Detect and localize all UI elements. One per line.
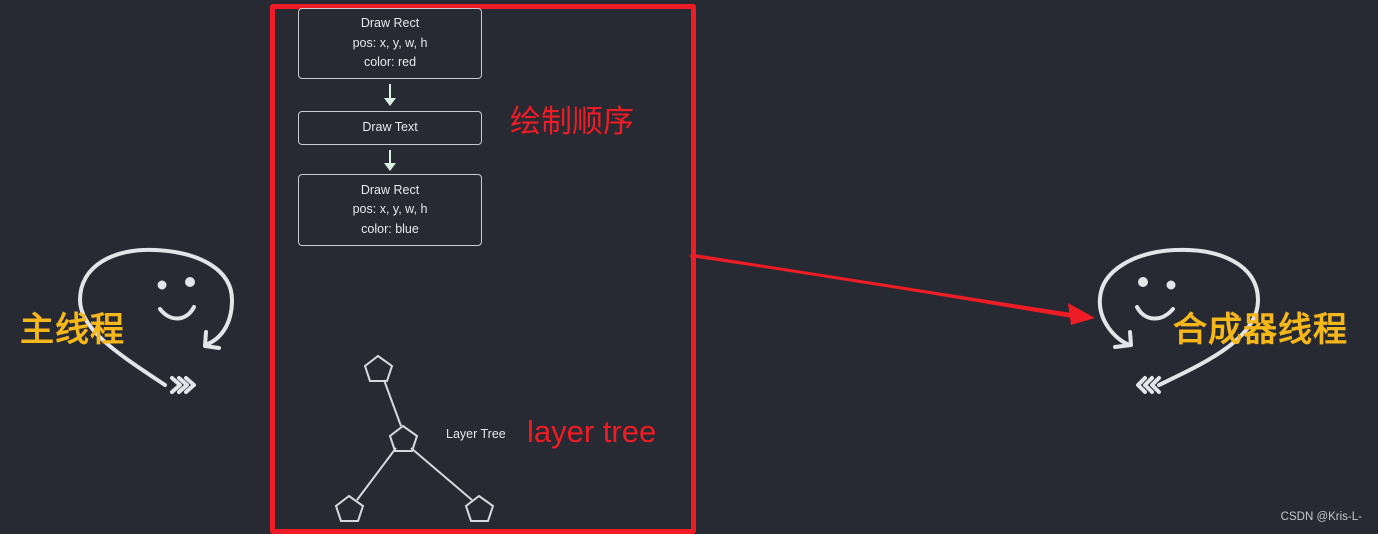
paint-order-annotation: 绘制顺序 <box>510 104 634 140</box>
compositor-thread-smiley-icon <box>1097 247 1260 394</box>
step-color: color: red <box>363 55 417 70</box>
paint-step-draw-rect-blue: Draw Rect pos: x, y, w, h color: blue <box>298 174 482 246</box>
paint-step-draw-rect-red: Draw Rect pos: x, y, w, h color: red <box>298 8 482 79</box>
layer-tree-label: Layer Tree <box>446 427 506 441</box>
step-color: color: blue <box>361 221 419 236</box>
compositor-thread-label: 合成器线程 <box>1173 310 1348 350</box>
step-pos: pos: x, y, w, h <box>352 35 428 50</box>
main-thread-label: 主线程 <box>20 310 125 350</box>
highlight-frame <box>270 4 696 534</box>
down-arrow-icon <box>384 150 396 171</box>
red-arrow-icon <box>690 253 1095 325</box>
step-pos: pos: x, y, w, h <box>352 202 428 217</box>
watermark: CSDN @Kris-L- <box>1280 511 1362 523</box>
step-title: Draw Rect <box>360 182 420 197</box>
layer-tree-diagram <box>334 354 495 522</box>
step-title: Draw Text <box>362 120 418 135</box>
pentagon-node-icon <box>464 494 495 522</box>
main-thread-smiley-icon <box>78 247 234 394</box>
pentagon-node-icon <box>363 354 394 382</box>
layer-tree-annotation: layer tree <box>527 414 657 449</box>
pentagon-node-icon <box>334 494 365 522</box>
paint-step-draw-text: Draw Text <box>298 111 482 145</box>
step-title: Draw Rect <box>360 16 420 31</box>
pentagon-node-icon <box>388 424 419 452</box>
down-arrow-icon <box>384 84 396 106</box>
